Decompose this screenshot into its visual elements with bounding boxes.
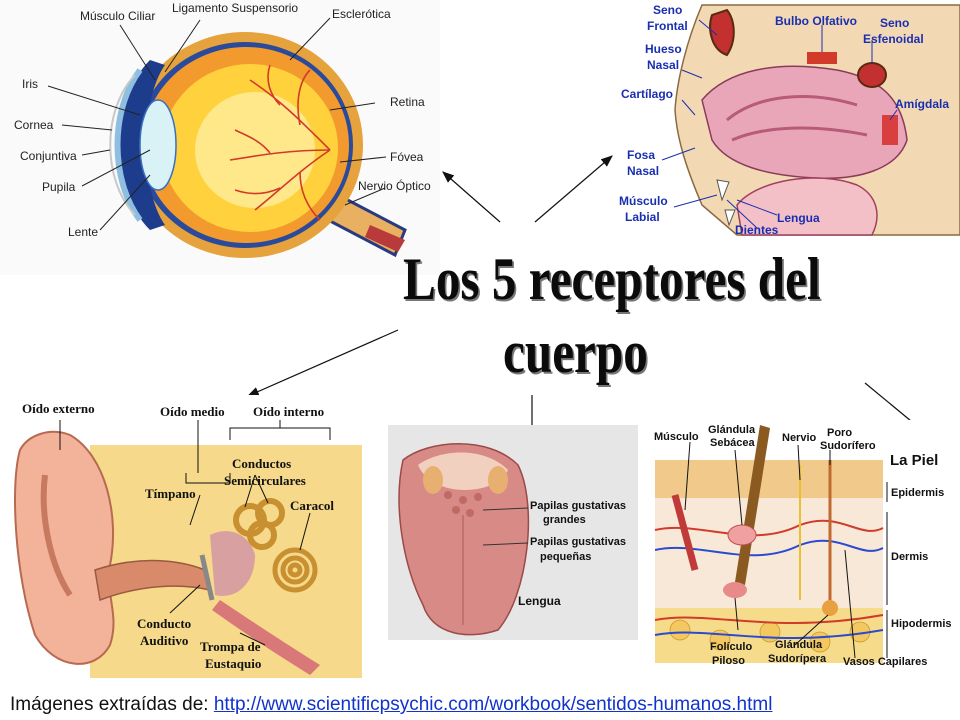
label-esclerotica: Esclerótica [332, 7, 391, 21]
label-amigdala: Amígdala [895, 97, 949, 111]
label-nervio-optico: Nervio Óptico [358, 178, 431, 193]
label-dermis: Dermis [891, 551, 928, 563]
label-fosa-nasal-1: Fosa [627, 148, 655, 162]
eardrum [199, 554, 215, 601]
label-musculo-labial-2: Labial [625, 210, 660, 224]
label-caracol: Caracol [290, 498, 334, 513]
label-conducto-2: Auditivo [140, 633, 188, 648]
arrow-to-eye [442, 171, 501, 223]
tongue-diagram: Papilas gustativas grandes Papilas gusta… [388, 425, 638, 640]
tongue [736, 177, 878, 236]
source-prefix: Imágenes extraídas de: [10, 694, 214, 715]
label-seno-esfenoidal-2: Esfenoidal [863, 32, 924, 46]
nasal-cavity [701, 65, 908, 179]
label-fovea: Fóvea [390, 150, 424, 164]
teeth [716, 179, 736, 227]
label-conducto-1: Conducto [137, 616, 191, 631]
label-trompa-1: Trompa de [200, 639, 261, 654]
label-seno-frontal-2: Frontal [647, 19, 688, 33]
label-oido-interno: Oído interno [253, 404, 324, 419]
nose-illustration: Seno Frontal Bulbo Olfativo Seno Esfenoi… [617, 0, 960, 240]
skin-title: La Piel [890, 452, 938, 469]
ear-illustration: Oído externo Oído medio Oído interno Con… [0, 395, 362, 678]
label-papilas-pequenas-1: Papilas gustativas [530, 536, 626, 548]
label-epidermis: Epidermis [891, 487, 944, 499]
label-glandula-sebacea-2: Sebácea [710, 437, 756, 449]
arrow-to-ear [246, 329, 399, 397]
olfactory-bulb [807, 52, 837, 64]
eye-diagram: Músculo Ciliar Ligamento Suspensorio Esc… [0, 0, 440, 275]
label-vasos-capilares: Vasos Capilares [843, 656, 927, 668]
label-pupila: Pupila [42, 180, 76, 194]
label-nervio: Nervio [782, 432, 817, 444]
label-papilas-grandes-2: grandes [543, 514, 586, 526]
retinal-vessels [229, 64, 331, 221]
label-trompa-2: Eustaquio [205, 656, 261, 671]
label-retina: Retina [390, 95, 425, 109]
arrow-to-nose [534, 155, 613, 223]
label-iris: Iris [22, 77, 38, 91]
sweat-gland [822, 600, 838, 616]
arrector-muscle [671, 494, 699, 571]
skin-diagram: Músculo Glándula Sebácea Nervio Poro Sud… [650, 420, 960, 670]
label-musculo-piel: Músculo [654, 431, 699, 443]
label-lengua-nariz: Lengua [777, 211, 820, 225]
label-foliculo-1: Folículo [710, 641, 752, 653]
label-lengua: Lengua [518, 594, 561, 608]
conjunctiva [109, 74, 136, 216]
label-seno-frontal-1: Seno [653, 3, 682, 17]
semicircular-canals [233, 498, 285, 550]
label-hipodermis: Hipodermis [891, 618, 952, 630]
label-glandula-sudoripera-2: Sudorípera [768, 653, 827, 665]
tongue-illustration: Papilas gustativas grandes Papilas gusta… [388, 425, 638, 640]
sebaceous-gland [727, 524, 757, 546]
tonsil [882, 115, 898, 145]
skin-illustration: Músculo Glándula Sebácea Nervio Poro Sud… [650, 420, 960, 670]
label-foliculo-2: Piloso [712, 655, 745, 667]
epidermis-layer [655, 460, 883, 498]
label-seno-esfenoidal-1: Seno [880, 16, 909, 30]
label-dientes: Dientes [735, 223, 779, 237]
ear-diagram: Oído externo Oído medio Oído interno Con… [0, 395, 362, 678]
label-timpano: Tímpano [145, 486, 196, 501]
page-title-line-2: cuerpo [503, 319, 648, 385]
label-cornea: Cornea [14, 118, 54, 132]
outer-ear [14, 430, 115, 665]
label-glandula-sebacea-1: Glándula [708, 424, 756, 436]
label-papilas-pequenas-2: pequeñas [540, 551, 591, 563]
label-hueso-nasal-1: Hueso [645, 42, 682, 56]
optic-nerve-vessels [365, 225, 405, 252]
label-musculo-ciliar: Músculo Ciliar [80, 9, 155, 23]
label-ligamento-suspensorio: Ligamento Suspensorio [172, 1, 298, 15]
label-oido-medio: Oído medio [160, 404, 225, 419]
label-conductos-1: Conductos [232, 456, 291, 471]
hair-follicle [723, 582, 747, 598]
label-cartilago: Cartílago [621, 87, 673, 101]
lens [139, 99, 177, 191]
label-poro-2: Sudorífero [820, 440, 876, 452]
label-conductos-2: Semicirculares [224, 473, 306, 488]
large-papillae [444, 491, 482, 517]
label-musculo-labial-1: Músculo [619, 194, 668, 208]
source-credit: Imágenes extraídas de: http://www.scient… [10, 694, 772, 716]
page-title-line-1: Los 5 receptores del [403, 246, 821, 312]
label-fosa-nasal-2: Nasal [627, 164, 659, 178]
eustachian-tube [212, 600, 320, 675]
label-hueso-nasal-2: Nasal [647, 58, 679, 72]
label-papilas-grandes-1: Papilas gustativas [530, 500, 626, 512]
label-lente: Lente [68, 225, 98, 239]
eye-illustration: Músculo Ciliar Ligamento Suspensorio Esc… [0, 0, 440, 275]
middle-ear [210, 531, 255, 596]
label-poro-1: Poro [827, 427, 852, 439]
cornea [114, 68, 143, 222]
label-conjuntiva: Conjuntiva [20, 149, 77, 163]
label-bulbo-olfativo: Bulbo Olfativo [775, 14, 857, 28]
sphenoid-sinus [857, 62, 887, 88]
cochlea [272, 547, 318, 593]
label-glandula-sudoripera-1: Glándula [775, 639, 823, 651]
source-link[interactable]: http://www.scientificpsychic.com/workboo… [213, 694, 773, 715]
nose-diagram: Seno Frontal Bulbo Olfativo Seno Esfenoi… [617, 0, 960, 240]
label-oido-externo: Oído externo [22, 401, 95, 416]
